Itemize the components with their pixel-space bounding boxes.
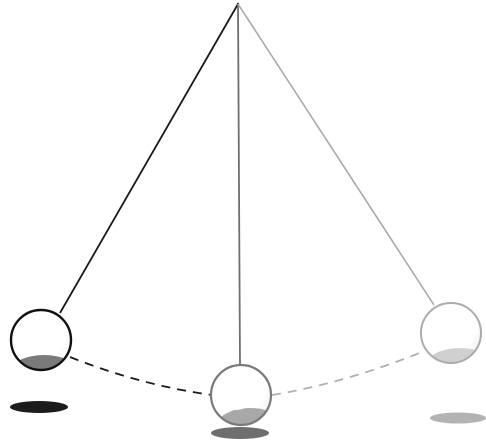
shadow-center [211, 427, 269, 439]
bob-right-outline [420, 302, 482, 364]
bob-left [9, 308, 73, 372]
shadow-left [10, 401, 68, 413]
string-center [237, 3, 241, 367]
bob-left-outline [9, 308, 73, 372]
string-right [237, 3, 435, 306]
swing-path-right-segment [271, 351, 423, 396]
shadow-right [430, 412, 486, 424]
swing-path-left-segment [69, 356, 213, 396]
swing-path [69, 351, 423, 396]
bob-center-outline [209, 363, 273, 427]
string-left [59, 3, 239, 314]
bob-right [420, 302, 482, 364]
